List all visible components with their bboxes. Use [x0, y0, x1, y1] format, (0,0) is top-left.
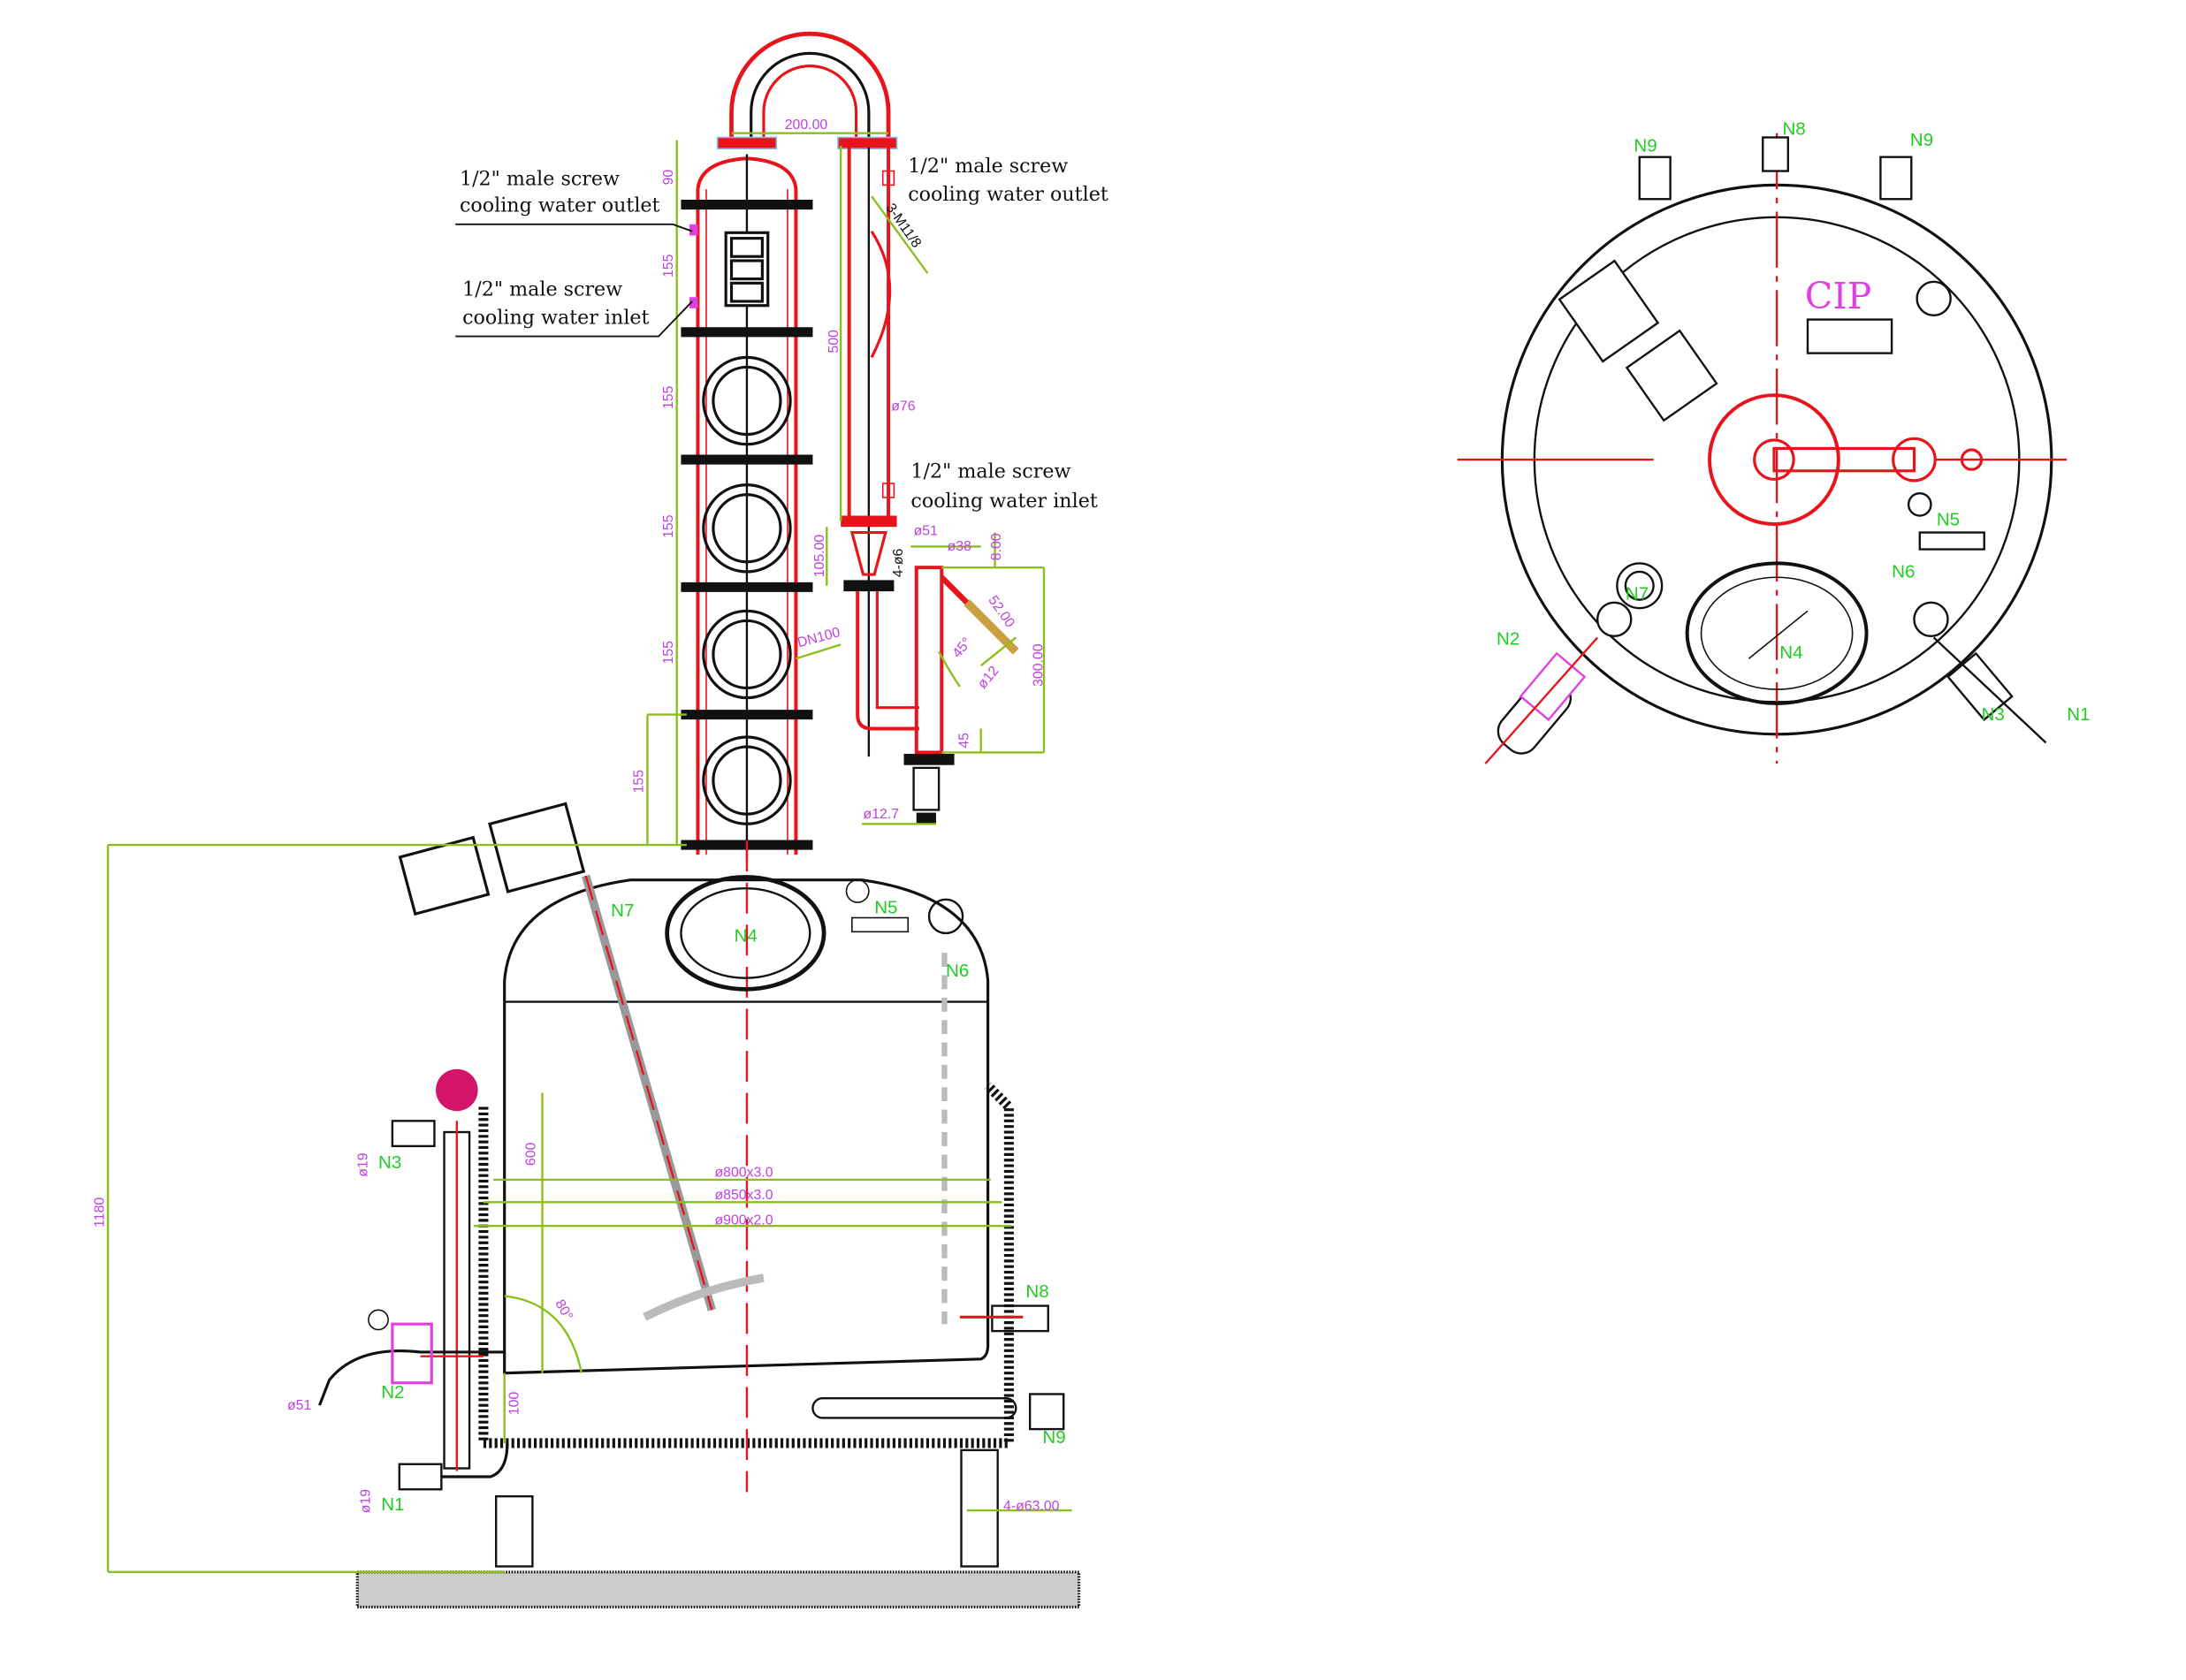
note-left-inlet-line2: cooling water inlet	[462, 306, 649, 329]
pot-vessel	[317, 802, 1081, 1609]
top-tag-n9-left: N9	[1634, 135, 1657, 156]
dim-phi12-7: ø12.7	[864, 807, 900, 822]
manway-n4	[665, 875, 826, 992]
dim-100: 100	[507, 1392, 522, 1416]
dim-phi51: ø51	[914, 524, 938, 539]
dim-shell-800: ø800x3.0	[714, 1166, 773, 1181]
dim-155-e: 155	[632, 770, 647, 794]
condenser	[841, 147, 1019, 825]
column-flange-top	[1708, 393, 1840, 527]
top-view: CIP	[1457, 133, 2068, 764]
note-left-outlet-line1: 1/2" male screw	[460, 167, 620, 190]
dim-600: 600	[524, 1142, 539, 1166]
dim-bolts: 4-ø6	[891, 548, 906, 577]
tag-n4: N4	[735, 925, 758, 946]
top-tag-n2: N2	[1497, 628, 1520, 649]
note-right-inlet-line1: 1/2" male screw	[910, 460, 1070, 483]
top-tag-n4: N4	[1779, 642, 1802, 663]
sight-glasses	[702, 355, 792, 825]
dim-1180: 1180	[92, 1197, 107, 1228]
tag-n8: N8	[1025, 1281, 1048, 1302]
dim-phi19-n1: ø19	[359, 1489, 374, 1513]
note-left-outlet-line2: cooling water outlet	[460, 194, 660, 217]
side-nozzle-tags: N7 N5 N6 N3 N2 N8 N9 N1 N4	[378, 898, 1066, 1515]
vessel-dimension-lines	[106, 843, 1072, 1573]
dim-105: 105.00	[812, 535, 827, 578]
column-body	[681, 154, 813, 863]
legs	[494, 1448, 999, 1568]
top-tag-n8: N8	[1782, 118, 1805, 139]
note-right-inlet-line2: cooling water inlet	[910, 490, 1097, 513]
top-tag-n7: N7	[1626, 584, 1649, 604]
dim-155-b: 155	[661, 385, 676, 409]
thermometer-block	[724, 231, 770, 308]
gooseneck-u-bend	[716, 31, 898, 149]
top-tag-n3: N3	[1982, 704, 2005, 725]
dim-phi51-n2: ø51	[287, 1398, 311, 1413]
top-tag-n5: N5	[1937, 510, 1960, 530]
manway-top	[1685, 561, 1869, 705]
dim-155-c: 155	[661, 514, 676, 538]
dim-45: 45	[956, 733, 971, 749]
dim-45deg: 45°	[949, 635, 974, 660]
tag-n6: N6	[946, 961, 969, 981]
column-flanges	[681, 200, 813, 850]
dim-300: 300.00	[1031, 643, 1046, 687]
dim-phi38: ø38	[948, 539, 971, 554]
tag-n1: N1	[381, 1494, 404, 1515]
top-tag-n6: N6	[1892, 561, 1915, 582]
top-tag-n9-right: N9	[1910, 130, 1933, 150]
note-right-outlet-line2: cooling water outlet	[908, 183, 1108, 206]
dim-500: 500	[826, 330, 842, 353]
tag-n9: N9	[1042, 1427, 1065, 1448]
top-nozzle-n2	[1497, 651, 1587, 755]
vessel-dimension-labels: 1180 600 ø800x3.0 ø850x3.0 ø900x2.0 80° …	[92, 1142, 1059, 1514]
tag-n3: N3	[378, 1152, 401, 1173]
top-tag-n1: N1	[2067, 704, 2090, 725]
dim-shell-850: ø850x3.0	[714, 1188, 773, 1203]
dim-200: 200.00	[785, 118, 828, 133]
top-nozzle-tags: N9 N8 N9 N5 N6 N7 N2 N4 N3 N1	[1497, 118, 2091, 725]
note-leaders	[455, 223, 693, 338]
agitator-motor	[398, 802, 586, 916]
cip-label: CIP	[1805, 275, 1872, 317]
dim-155-d: 155	[661, 641, 676, 665]
dim-shell-900: ø900x2.0	[714, 1213, 773, 1228]
dim-phi76: ø76	[891, 399, 915, 414]
dim-legs: 4-ø63.00	[1003, 1499, 1060, 1514]
note-right-outlet-line1: 1/2" male screw	[908, 155, 1068, 178]
tag-n2: N2	[381, 1382, 404, 1403]
tag-n5: N5	[874, 898, 897, 918]
dim-155-a: 155	[661, 254, 676, 277]
note-left-inlet-line1: 1/2" male screw	[462, 278, 622, 301]
dim-8: 8.00	[989, 533, 1004, 560]
dim-phi19-n3: ø19	[355, 1152, 370, 1176]
floor-base	[355, 1570, 1081, 1609]
dim-phi12: ø12	[975, 664, 1002, 692]
column-dimension-lines	[646, 132, 1046, 846]
dim-90: 90	[661, 170, 676, 186]
pressure-gauge-n3	[436, 1068, 478, 1112]
tag-n7: N7	[611, 901, 634, 921]
